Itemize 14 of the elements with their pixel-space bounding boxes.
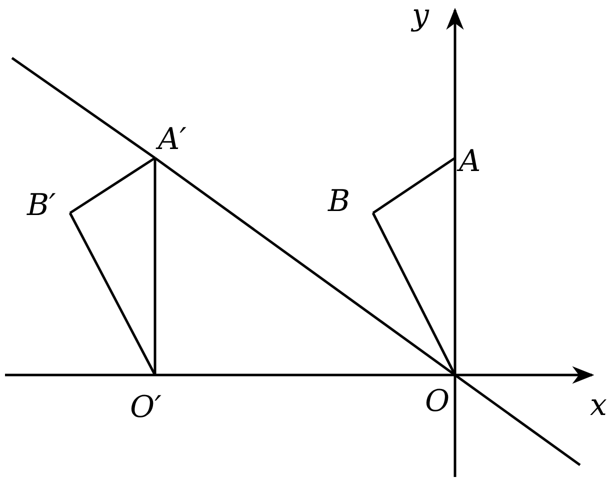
point-label: B [328, 186, 350, 218]
axis-label: y [412, 0, 429, 32]
line-segment [372, 212, 456, 376]
point-label: A′ [158, 124, 186, 156]
point-label: A [459, 146, 481, 178]
line-segment [154, 158, 156, 375]
point-label: O′ [130, 392, 162, 424]
line-segment [154, 156, 456, 376]
point-label: O [425, 386, 450, 418]
axis-label: x [590, 390, 607, 422]
line-segment [372, 156, 456, 214]
line-segment [68, 212, 156, 376]
point-label: B′ [27, 190, 56, 222]
line-segment [69, 156, 156, 214]
